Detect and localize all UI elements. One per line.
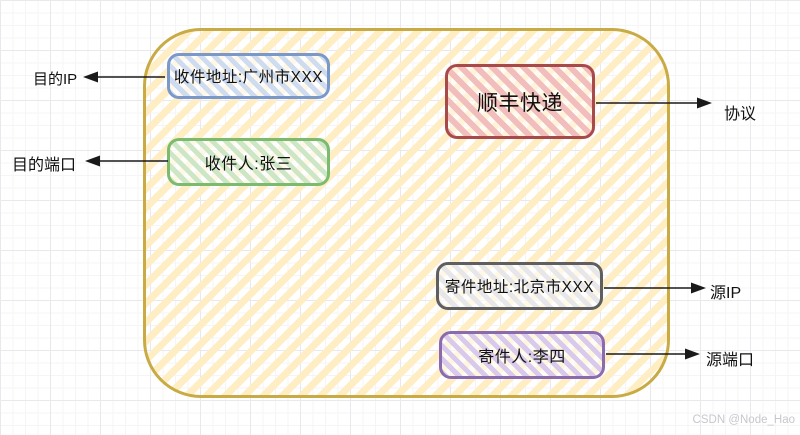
box-dest-person: 收件人:张三 xyxy=(167,138,330,186)
box-source-person-label: 寄件人:李四 xyxy=(478,349,566,366)
box-dest-address: 收件地址:广州市XXX xyxy=(167,53,330,99)
label-dest-ip: 目的IP xyxy=(33,71,78,88)
box-source-person: 寄件人:李四 xyxy=(439,331,605,379)
box-courier-label: 顺丰快递 xyxy=(477,91,563,115)
box-dest-address-label: 收件地址:广州市XXX xyxy=(173,69,324,86)
box-source-address-label: 寄件地址:北京市XXX xyxy=(444,279,595,296)
label-source-port: 源端口 xyxy=(706,352,755,369)
label-protocol: 协议 xyxy=(724,106,757,123)
box-dest-person-label: 收件人:张三 xyxy=(204,156,293,173)
label-dest-port: 目的端口 xyxy=(12,157,77,174)
box-source-address: 寄件地址:北京市XXX xyxy=(436,262,603,310)
label-source-ip: 源IP xyxy=(710,285,742,302)
watermark: CSDN @Node_Hao xyxy=(692,414,795,426)
box-courier: 顺丰快递 xyxy=(445,64,595,139)
